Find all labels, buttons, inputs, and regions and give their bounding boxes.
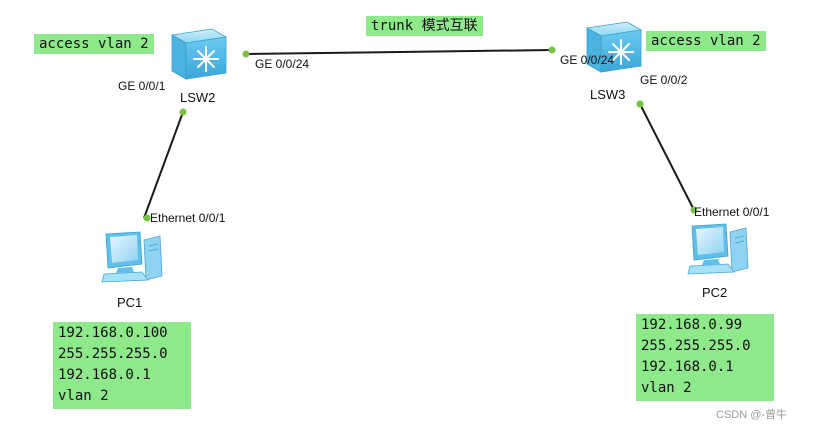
- port-label-lsw2-ge001: GE 0/0/1: [118, 79, 166, 93]
- switch-icon: [170, 28, 228, 80]
- pc1-gateway: 192.168.0.1: [58, 367, 151, 383]
- pc-pc2[interactable]: [684, 222, 752, 278]
- pc-icon: [687, 223, 749, 275]
- port-label-lsw3-ge002: GE 0/0/2: [640, 73, 688, 87]
- port-label-lsw2-ge0024: GE 0/0/24: [255, 57, 310, 71]
- link-lsw2-lsw3[interactable]: [245, 49, 553, 55]
- trunk-note: trunk 模式互联: [366, 16, 483, 36]
- lsw2-access-note: access vlan 2: [34, 34, 154, 54]
- pc1-config-block: 192.168.0.100 255.255.255.0 192.168.0.1 …: [53, 322, 191, 409]
- watermark: CSDN @-曾牛: [716, 409, 788, 421]
- port-dot-lsw3-ge002: [636, 100, 644, 108]
- pc1-ip: 192.168.0.100: [58, 325, 168, 341]
- pc-pc1[interactable]: [98, 230, 166, 286]
- switch-icon: [585, 21, 643, 73]
- port-dot-pc1-eth: [143, 214, 151, 222]
- lsw2-label: LSW2: [180, 90, 216, 105]
- pc1-mask: 255.255.255.0: [58, 346, 168, 362]
- port-dot-lsw2-ge001: [179, 108, 187, 116]
- pc2-label: PC2: [702, 285, 728, 300]
- switch-lsw2[interactable]: [168, 27, 228, 81]
- pc2-gateway: 192.168.0.1: [641, 359, 734, 375]
- pc2-ip: 192.168.0.99: [641, 317, 743, 333]
- lsw3-access-note: access vlan 2: [646, 31, 766, 51]
- port-dot-pc2-eth: [690, 206, 698, 214]
- link-lsw2-pc1[interactable]: [143, 111, 184, 219]
- pc2-config-block: 192.168.0.99 255.255.255.0 192.168.0.1 v…: [636, 314, 774, 401]
- port-label-pc2-eth: Ethernet 0/0/1: [694, 205, 770, 219]
- switch-lsw3[interactable]: [583, 20, 643, 74]
- pc1-label: PC1: [117, 295, 143, 310]
- pc2-mask: 255.255.255.0: [641, 338, 751, 354]
- port-label-lsw3-ge0024: GE 0/0/24: [560, 53, 615, 67]
- port-dot-lsw2-ge0024: [242, 50, 250, 58]
- port-dot-lsw3-ge0024: [548, 46, 556, 54]
- pc1-vlan: vlan 2: [58, 388, 109, 404]
- link-lsw3-pc2[interactable]: [639, 103, 695, 211]
- port-label-pc1-eth: Ethernet 0/0/1: [150, 211, 226, 225]
- pc-icon: [101, 231, 163, 283]
- pc2-vlan: vlan 2: [641, 380, 692, 396]
- lsw3-label: LSW3: [590, 87, 626, 102]
